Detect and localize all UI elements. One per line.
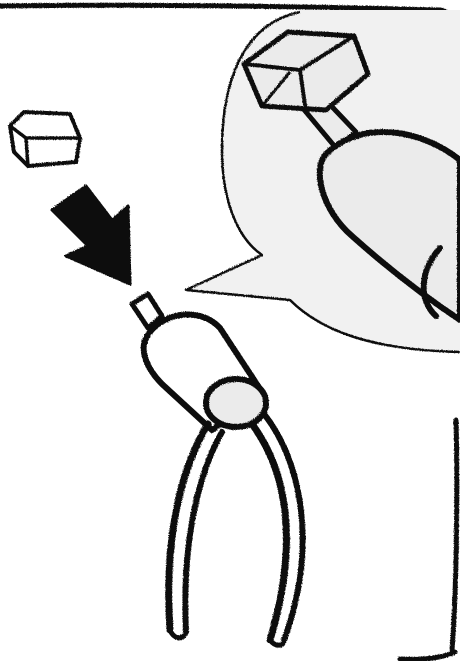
down-arrow-icon [52,186,130,284]
cap-block-icon [10,112,80,166]
magnified-callout-icon [186,10,460,352]
cutting-pliers-icon [132,294,303,645]
